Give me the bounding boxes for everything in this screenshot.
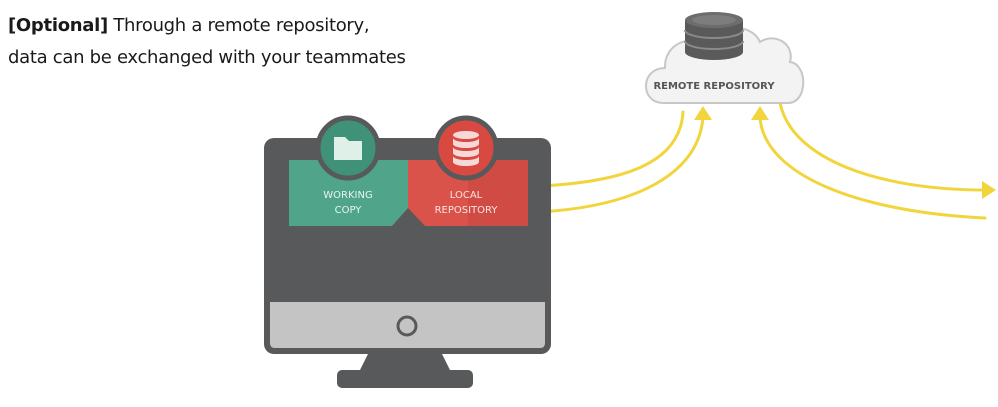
- local-repository-label-line-2: REPOSITORY: [435, 205, 499, 216]
- working-copy: WORKING COPY: [289, 115, 408, 226]
- teammate-pull-arrow: [778, 101, 987, 192]
- monitor-base: [337, 370, 473, 388]
- caption-optional-tag: [Optional]: [8, 15, 108, 36]
- working-copy-label-line-1: WORKING: [323, 190, 372, 201]
- pull-arrow: [538, 110, 685, 188]
- local-repository-panel-shade: [468, 160, 528, 226]
- monitor-neck: [358, 350, 452, 374]
- local-repository: LOCAL REPOSITORY: [408, 115, 528, 226]
- local-repository-label-line-1: LOCAL: [450, 190, 483, 201]
- teammate-pull-arrow-head: [982, 181, 996, 199]
- caption: [Optional] Through a remote repository, …: [8, 10, 406, 74]
- database-icon: [684, 12, 744, 60]
- remote-repository: REMOTE REPOSITORY: [645, 12, 805, 104]
- teammate-push-arrow-head: [751, 106, 769, 120]
- power-button-icon[interactable]: [396, 315, 418, 337]
- folder-icon: [334, 137, 362, 160]
- push-arrow: [538, 116, 705, 214]
- working-copy-label-line-2: COPY: [335, 205, 363, 216]
- push-arrow-head: [694, 106, 712, 120]
- teammate-push-arrow: [758, 116, 987, 220]
- caption-line-1: [Optional] Through a remote repository,: [8, 10, 406, 42]
- working-copy-panel: [289, 160, 408, 226]
- sync-arrows: [538, 101, 987, 220]
- monitor-chin: [270, 302, 545, 348]
- caption-line-1-text: Through a remote repository,: [107, 15, 370, 36]
- arrow-heads: [529, 106, 996, 199]
- remote-repository-label: REMOTE REPOSITORY: [653, 81, 775, 92]
- database-icon: [453, 131, 479, 166]
- caption-line-2: data can be exchanged with your teammate…: [8, 47, 406, 68]
